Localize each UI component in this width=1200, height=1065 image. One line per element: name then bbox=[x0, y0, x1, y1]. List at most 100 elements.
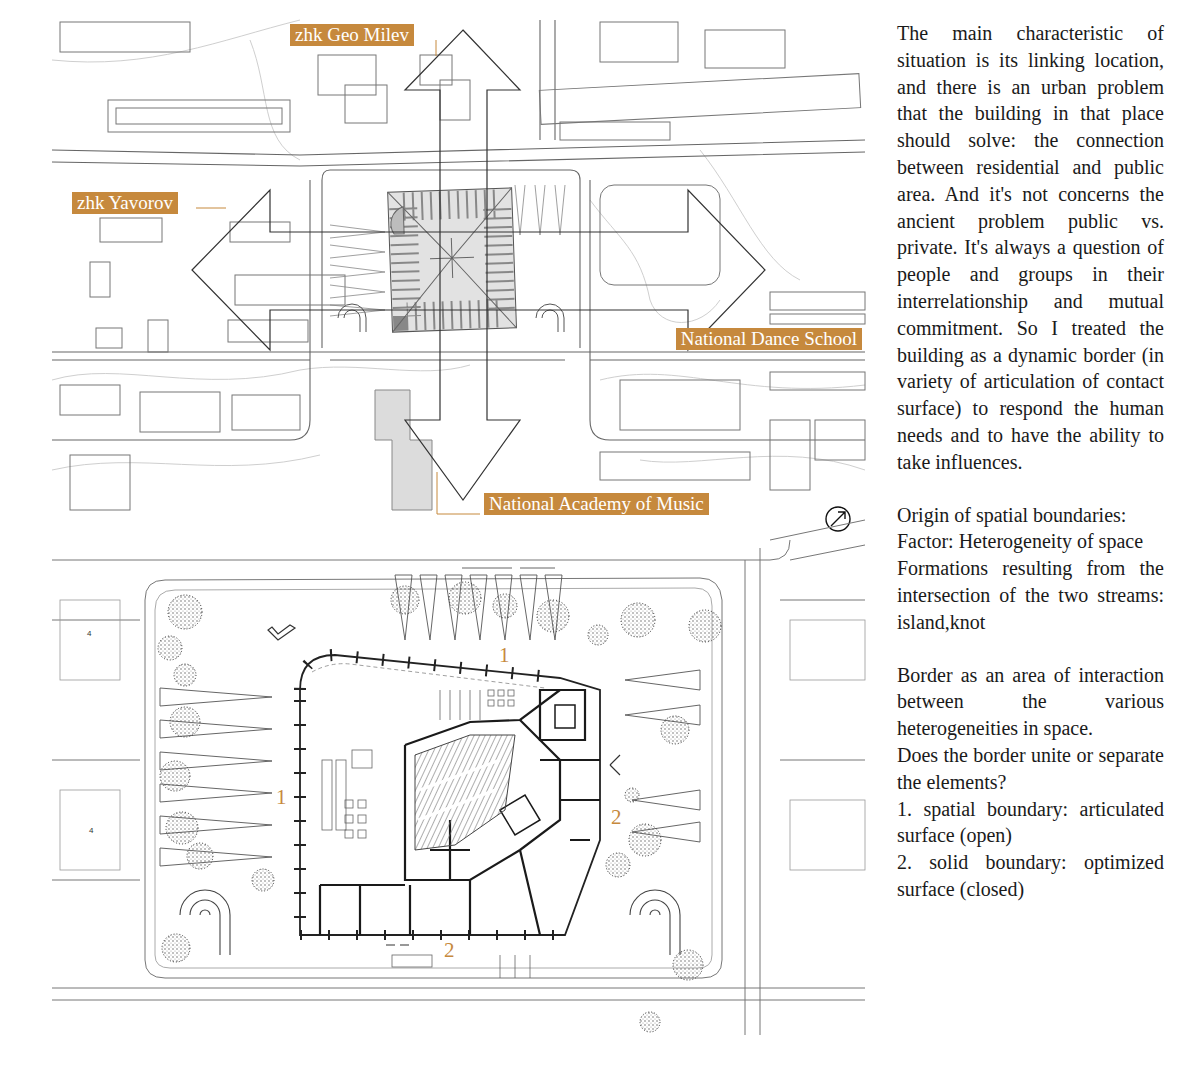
buildings bbox=[440, 80, 470, 120]
site-marks bbox=[268, 625, 620, 945]
parking-wedges bbox=[625, 670, 700, 842]
building-envelope bbox=[300, 655, 600, 935]
movement-arrows bbox=[192, 30, 765, 500]
plot-outlines bbox=[790, 620, 865, 680]
furniture bbox=[345, 800, 353, 808]
buildings bbox=[345, 85, 387, 123]
interior-walls bbox=[405, 720, 560, 880]
buildings bbox=[90, 262, 110, 297]
trees bbox=[168, 595, 202, 629]
buildings bbox=[140, 392, 220, 432]
trees bbox=[187, 843, 213, 869]
trees bbox=[689, 610, 721, 642]
interior-walls bbox=[540, 690, 585, 740]
building-envelope bbox=[300, 930, 565, 940]
roads-lower bbox=[52, 540, 790, 560]
furniture bbox=[508, 700, 514, 706]
trees bbox=[170, 707, 200, 737]
site-marks bbox=[268, 625, 295, 640]
buildings bbox=[770, 292, 865, 310]
buildings bbox=[770, 314, 865, 324]
description-text: 2. solid boundary: optimized surface (cl… bbox=[897, 849, 1164, 903]
buildings bbox=[232, 395, 300, 430]
furniture bbox=[322, 690, 530, 978]
contour-lines bbox=[52, 20, 865, 470]
building-envelope bbox=[300, 655, 600, 935]
auditorium-seating bbox=[415, 735, 515, 850]
buildings bbox=[770, 420, 810, 490]
buildings bbox=[116, 108, 282, 124]
description-text: The main characteristic of situation is … bbox=[897, 20, 1164, 476]
place-label: zhk Yavorov bbox=[77, 193, 173, 213]
trees bbox=[640, 1012, 660, 1032]
place-label: National Academy of Music bbox=[489, 494, 704, 514]
buildings bbox=[600, 185, 720, 285]
trees bbox=[162, 934, 190, 962]
furniture bbox=[488, 690, 494, 696]
buildings bbox=[228, 320, 308, 342]
furniture bbox=[345, 830, 353, 838]
plot-outlines bbox=[60, 600, 120, 680]
roads-lower bbox=[52, 600, 865, 880]
text-column: The main characteristic of situation is … bbox=[897, 20, 1164, 903]
contour-lines bbox=[52, 365, 470, 380]
roads bbox=[52, 351, 865, 352]
trees bbox=[391, 586, 419, 614]
plot-outlines bbox=[790, 800, 865, 870]
buildings bbox=[815, 420, 865, 460]
callout-number: 1 bbox=[274, 786, 289, 808]
parking-wedges bbox=[160, 568, 700, 866]
plot-outlines bbox=[60, 600, 865, 870]
auditorium-seating bbox=[415, 735, 515, 850]
trees bbox=[661, 716, 689, 744]
site-wedges bbox=[330, 225, 385, 316]
description-text: Formations resulting from the intersecti… bbox=[897, 555, 1164, 635]
roads-lower bbox=[745, 548, 760, 1035]
callout-number: 2 bbox=[442, 939, 457, 961]
trees bbox=[158, 636, 182, 660]
parking-wedges bbox=[462, 568, 555, 569]
description-text: Border as an area of interaction between… bbox=[897, 662, 1164, 742]
buildings bbox=[70, 455, 130, 510]
buildings bbox=[600, 452, 750, 480]
roads bbox=[52, 359, 865, 360]
parking-wedges bbox=[160, 688, 272, 866]
leader-lines bbox=[196, 208, 226, 209]
interior-walls bbox=[555, 705, 575, 728]
north-arrow bbox=[831, 512, 845, 526]
place-label-box: zhk Geo Milev bbox=[290, 24, 414, 46]
trees bbox=[160, 761, 190, 791]
trees bbox=[537, 600, 569, 632]
site-wedges bbox=[515, 185, 565, 235]
plot-outlines bbox=[60, 790, 120, 870]
roads bbox=[540, 20, 555, 140]
turn-loops bbox=[338, 304, 366, 332]
building-envelope bbox=[312, 664, 545, 688]
trees bbox=[166, 812, 198, 844]
roads bbox=[52, 140, 865, 155]
furniture bbox=[336, 760, 346, 830]
lower-turn-loops bbox=[630, 890, 680, 955]
contour-lines bbox=[640, 456, 865, 470]
roads-lower bbox=[155, 588, 712, 968]
furniture bbox=[352, 750, 372, 768]
lower-turn-loops bbox=[180, 890, 680, 955]
furniture bbox=[498, 700, 504, 706]
plot-number: 4 bbox=[86, 629, 92, 638]
building-envelope bbox=[300, 655, 560, 690]
place-label-box: zhk Yavorov bbox=[72, 192, 178, 214]
buildings bbox=[600, 22, 678, 62]
buildings bbox=[60, 385, 120, 415]
academy-building bbox=[375, 390, 432, 510]
description-text: Origin of spatial boundaries: bbox=[897, 502, 1164, 529]
movement-arrows bbox=[192, 190, 765, 350]
place-label-box: National Academy of Music bbox=[484, 493, 709, 515]
contour-lines bbox=[52, 20, 300, 62]
trees bbox=[625, 788, 639, 802]
roads bbox=[52, 20, 865, 440]
furniture bbox=[358, 815, 366, 823]
buildings bbox=[770, 372, 865, 390]
furniture bbox=[440, 690, 480, 720]
description-text: Factor: Heterogeneity of space bbox=[897, 528, 1164, 555]
furniture bbox=[500, 955, 530, 978]
